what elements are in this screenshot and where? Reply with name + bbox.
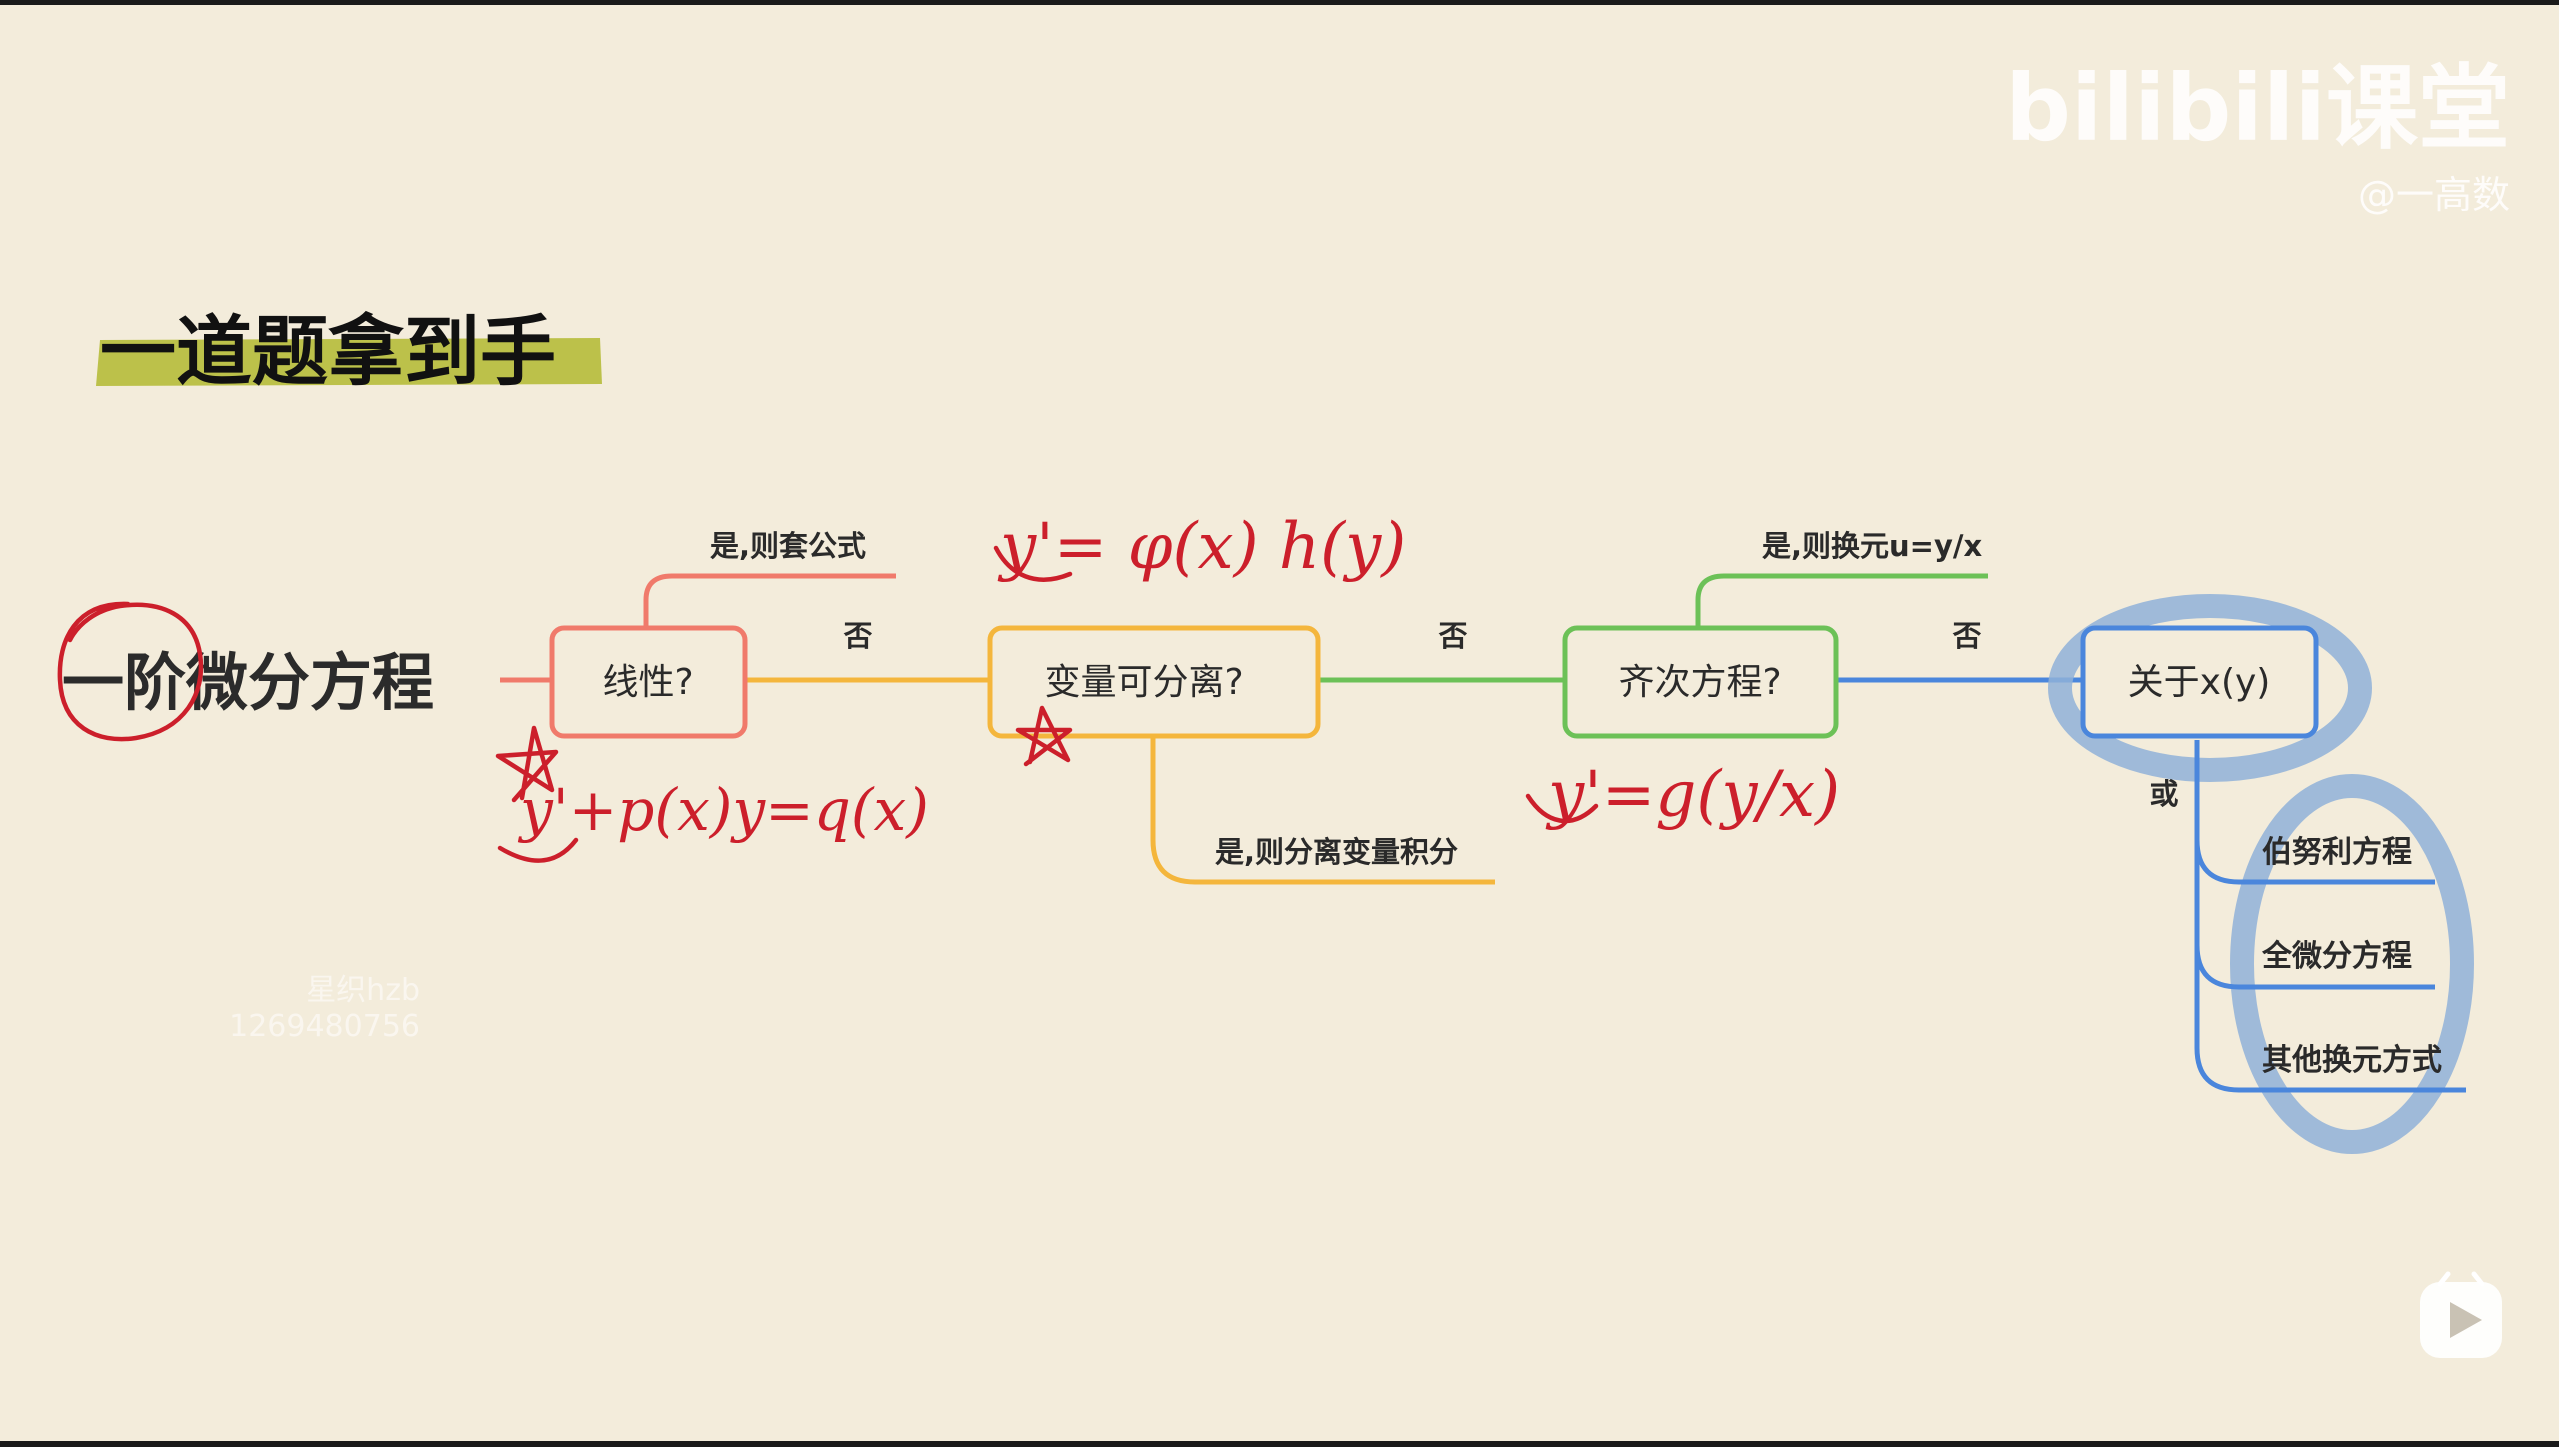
node-homogeneous-label: 齐次方程?	[1618, 662, 1781, 703]
linear-no-label: 否	[843, 619, 872, 653]
node-linear-box	[549, 625, 748, 739]
ink-formula-homogeneous: y'=g(y/x)	[1545, 758, 1840, 832]
connector-linear-yes	[643, 573, 896, 628]
ink-swash-separable	[993, 545, 1073, 582]
subitem-exact: 全微分方程	[2261, 939, 2412, 974]
watermark-brand: bilibili课堂	[2005, 55, 2510, 162]
root-label: 一阶微分方程	[62, 646, 434, 719]
play-icon	[2450, 1302, 2482, 1338]
connector-homogeneous-yes	[1695, 573, 1988, 628]
node-separable-box	[987, 625, 1321, 739]
node-separable-label: 变量可分离?	[1044, 662, 1243, 703]
watermark-faint-name: 星织hzb	[306, 973, 420, 1008]
homogeneous-no-label: 否	[1952, 619, 1981, 653]
ink-swash-homogeneous	[1525, 793, 1599, 824]
linear-yes-label: 是,则套公式	[710, 529, 866, 563]
bottom-border	[0, 1441, 2559, 1447]
connector-sub-3	[2194, 740, 2466, 1093]
separable-no-label: 否	[1438, 619, 1467, 653]
ink-star-linear	[495, 725, 559, 803]
watermark-author: @一高数	[2358, 173, 2510, 217]
ink-formula-linear: y'+p(x)y=q(x)	[517, 776, 929, 844]
top-border	[0, 0, 2559, 5]
page-title: 一道题拿到手	[100, 307, 556, 396]
ink-star-separable	[1015, 705, 1073, 767]
play-button-ears	[2437, 1271, 2485, 1287]
subitem-other-substitution: 其他换元方式	[2262, 1043, 2442, 1078]
connector-separable-yes	[1150, 738, 1495, 885]
subitem-bernoulli: 伯努利方程	[2262, 835, 2412, 870]
highlight-about-xy	[2048, 594, 2372, 782]
title-highlight	[96, 338, 602, 386]
about-xy-or-label: 或	[2149, 777, 2178, 811]
play-button[interactable]	[2420, 1271, 2502, 1358]
root-ink-circle	[57, 601, 204, 742]
homogeneous-yes-label: 是,则换元u=y/x	[1762, 529, 1982, 563]
node-about-xy-box	[2080, 625, 2319, 739]
watermark-faint-id: 1269480756	[229, 1009, 420, 1044]
ink-swash-linear	[497, 837, 579, 863]
ink-formula-separable: y'= φ(x) h(y)	[997, 510, 1406, 584]
node-about-xy-label: 关于x(y)	[2128, 662, 2271, 703]
node-homogeneous-box	[1562, 625, 1839, 739]
node-linear-label: 线性?	[602, 662, 693, 703]
separable-yes-label: 是,则分离变量积分	[1215, 835, 1458, 869]
highlight-subitems	[2230, 774, 2474, 1154]
